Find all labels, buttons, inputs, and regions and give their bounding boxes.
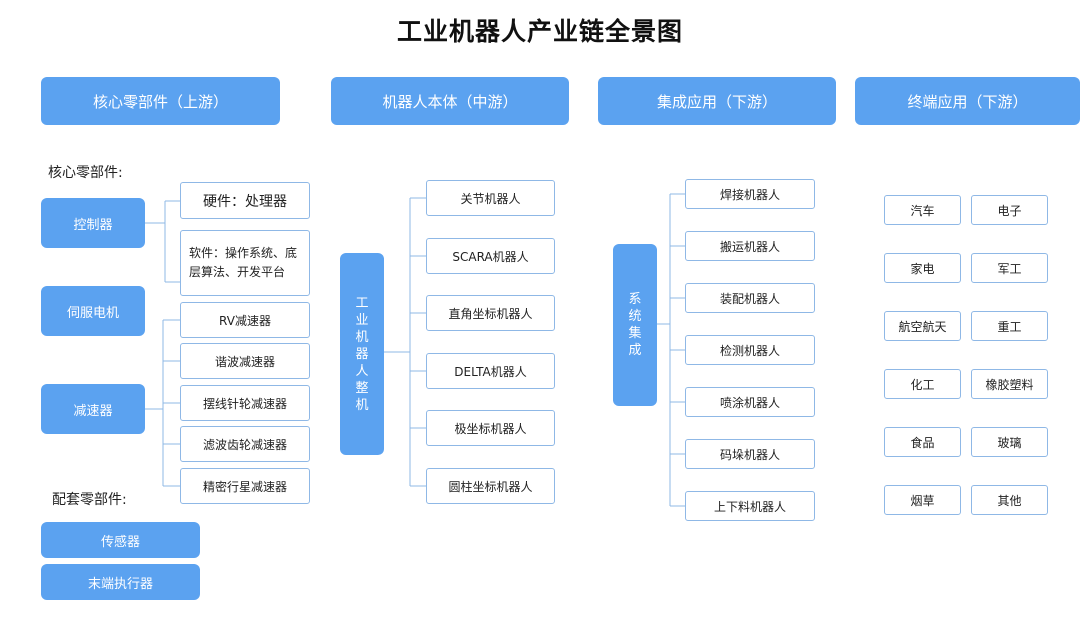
terminal-item: 家电 (884, 253, 961, 283)
robot-body-char: 工 (355, 295, 369, 311)
reducer-box: 减速器 (41, 384, 145, 434)
robot-body-box: 工 业 机 器 人 整 机 (340, 253, 384, 455)
header-integration: 集成应用（下游） (598, 77, 836, 125)
terminal-item: 玻璃 (971, 427, 1048, 457)
hardware-box: 硬件：处理器 (180, 182, 310, 219)
integration-char: 集 (628, 326, 642, 341)
integration-type-item: 装配机器人 (685, 283, 815, 313)
servo-motor-box: 伺服电机 (41, 286, 145, 336)
integration-type-item: 搬运机器人 (685, 231, 815, 261)
terminal-item: 电子 (971, 195, 1048, 225)
system-integration-box: 系 统 集 成 (613, 244, 657, 406)
integration-char: 成 (628, 343, 642, 358)
integration-char: 统 (628, 309, 642, 324)
terminal-item: 汽车 (884, 195, 961, 225)
robot-type-item: SCARA机器人 (426, 238, 555, 274)
reducer-item: 精密行星减速器 (180, 468, 310, 504)
integration-char: 系 (628, 292, 642, 307)
robot-type-item: 圆柱坐标机器人 (426, 468, 555, 504)
robot-body-char: 器 (355, 346, 369, 362)
terminal-item: 化工 (884, 369, 961, 399)
header-midstream: 机器人本体（中游） (331, 77, 569, 125)
terminal-item: 其他 (971, 485, 1048, 515)
terminal-item: 军工 (971, 253, 1048, 283)
reducer-item: 滤波齿轮减速器 (180, 426, 310, 462)
integration-type-item: 焊接机器人 (685, 179, 815, 209)
sensor-box: 传感器 (41, 522, 200, 558)
software-box: 软件：操作系统、底层算法、开发平台 (180, 230, 310, 296)
robot-type-item: DELTA机器人 (426, 353, 555, 389)
terminal-item: 重工 (971, 311, 1048, 341)
supporting-parts-label: 配套零部件: (52, 492, 127, 508)
reducer-item: 摆线针轮减速器 (180, 385, 310, 421)
end-effector-box: 末端执行器 (41, 564, 200, 600)
controller-box: 控制器 (41, 198, 145, 248)
reducer-item: RV减速器 (180, 302, 310, 338)
robot-body-char: 人 (355, 363, 369, 379)
robot-type-item: 极坐标机器人 (426, 410, 555, 446)
robot-type-item: 关节机器人 (426, 180, 555, 216)
integration-type-item: 喷涂机器人 (685, 387, 815, 417)
robot-body-char: 机 (355, 329, 369, 345)
integration-type-item: 上下料机器人 (685, 491, 815, 521)
reducer-item: 谐波减速器 (180, 343, 310, 379)
robot-type-item: 直角坐标机器人 (426, 295, 555, 331)
core-parts-label: 核心零部件: (48, 165, 123, 181)
integration-type-item: 码垛机器人 (685, 439, 815, 469)
page-title: 工业机器人产业链全景图 (396, 17, 683, 46)
robot-body-char: 业 (355, 312, 369, 328)
header-upstream: 核心零部件（上游） (41, 77, 280, 125)
integration-type-item: 检测机器人 (685, 335, 815, 365)
terminal-item: 食品 (884, 427, 961, 457)
terminal-item: 航空航天 (884, 311, 961, 341)
robot-body-char: 机 (355, 397, 369, 413)
robot-body-char: 整 (355, 380, 369, 396)
terminal-item: 橡胶塑料 (971, 369, 1048, 399)
header-terminal: 终端应用（下游） (855, 77, 1080, 125)
terminal-item: 烟草 (884, 485, 961, 515)
